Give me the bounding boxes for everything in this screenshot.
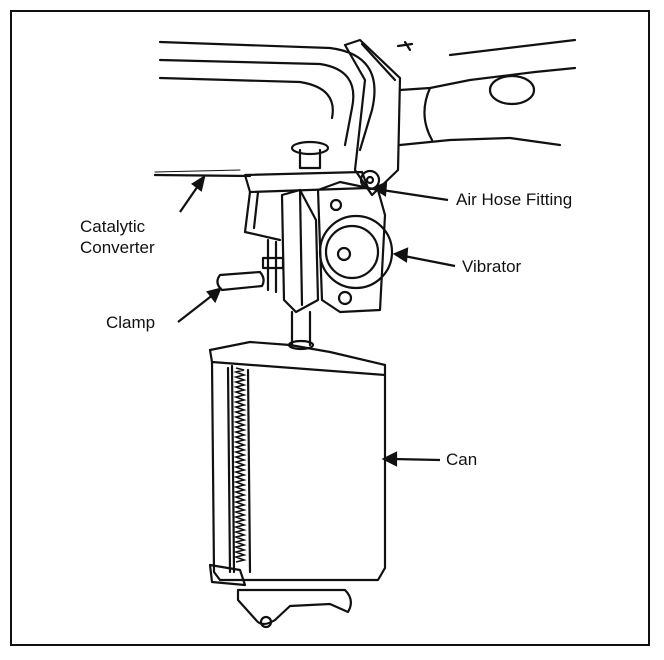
catalytic-converter-shape <box>153 40 376 178</box>
label-catalytic-converter-line1: Catalytic <box>80 217 146 236</box>
label-vibrator: Vibrator <box>462 257 522 276</box>
label-air-hose-fitting: Air Hose Fitting <box>456 190 573 209</box>
post-shape <box>287 310 315 351</box>
diagram-frame <box>10 10 650 646</box>
mount-knob-shape <box>290 140 330 170</box>
vibrator-shape <box>316 169 394 314</box>
arrow-can <box>381 451 441 467</box>
label-clamp: Clamp <box>106 313 156 332</box>
label-catalytic-converter-line2: Converter <box>80 238 155 257</box>
arrow-clamp <box>177 287 222 323</box>
arrow-air-hose-fitting <box>371 181 449 202</box>
arrow-catalytic-converter <box>179 174 206 213</box>
arrow-vibrator <box>392 247 456 268</box>
label-can: Can <box>446 450 478 469</box>
bracket-shape <box>343 38 577 197</box>
can-shape <box>208 340 387 629</box>
spring-shape <box>233 367 247 563</box>
clamp-shape <box>216 170 370 314</box>
